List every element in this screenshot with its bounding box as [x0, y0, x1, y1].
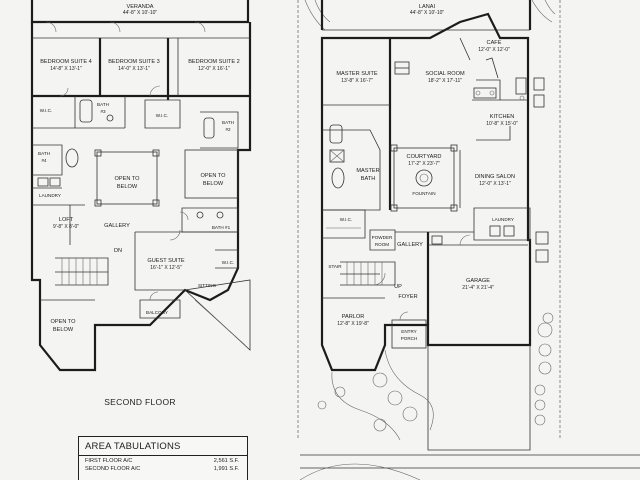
- room-lanai: LANAI: [419, 4, 436, 10]
- room-bath-3-num: #3: [100, 109, 106, 114]
- room-wic-a: W.I.C.: [40, 108, 53, 113]
- room-cafe-dims: 12'-0" X 12'-0": [478, 47, 510, 53]
- room-laundry: LAUNDRY: [39, 193, 61, 198]
- label-dn: DN: [114, 248, 122, 254]
- room-entry-porch: ENTRY: [401, 329, 417, 334]
- row-value: 2,561 S.F.: [213, 458, 239, 464]
- room-bedroom-suite-4-dims: 14'-8" X 13'-1": [50, 66, 82, 72]
- room-courtyard-dims: 17'-2" X 23'-7": [408, 161, 440, 167]
- room-parlor: PARLOR: [342, 314, 365, 320]
- room-foyer: FOYER: [398, 294, 417, 300]
- room-kitchen: KITCHEN: [490, 114, 515, 120]
- room-dining-salon-dims: 12'-0" X 13'-1": [479, 181, 511, 187]
- room-wic-b: W.I.C.: [156, 113, 169, 118]
- first-floor-plan: [297, 0, 640, 480]
- label-stair: STAIR: [328, 264, 342, 269]
- room-garage-dims: 21'-4" X 21'-4": [462, 285, 494, 291]
- room-social-room: SOCIAL ROOM: [425, 71, 465, 77]
- room-bedroom-suite-3: BEDROOM SUITE 3: [108, 59, 160, 65]
- area-tabulations-table: AREA TABULATIONS FIRST FLOOR A/C 2,561 S…: [78, 436, 248, 480]
- room-entry-porch-line2: PORCH: [401, 336, 418, 341]
- room-veranda-dims: 44'-8" X 10'-10": [123, 10, 158, 16]
- row-label: FIRST FLOOR A/C: [85, 458, 133, 464]
- room-guest-suite: GUEST SUITE: [147, 258, 184, 264]
- room-kitchen-dims: 10'-8" X 15'-0": [486, 121, 518, 127]
- room-bedroom-suite-4: BEDROOM SUITE 4: [40, 59, 92, 65]
- room-wic: W.I.C.: [340, 217, 353, 222]
- second-floor-labels: VERANDA 44'-8" X 10'-10" BEDROOM SUITE 4…: [38, 4, 240, 407]
- room-open-to-below-3-line2: BELOW: [53, 327, 74, 333]
- room-open-to-below-2: OPEN TO: [201, 173, 227, 179]
- second-floor-plan: [30, 0, 252, 372]
- room-master-suite: MASTER SUITE: [336, 71, 378, 77]
- row-value: 1,991 S.F.: [213, 466, 239, 472]
- room-veranda: VERANDA: [126, 4, 153, 10]
- first-floor-labels: LANAI 44'-8" X 10'-10" CAFE 12'-0" X 12'…: [328, 4, 518, 341]
- room-bedroom-suite-2-dims: 12'-0" X 16'-1": [198, 66, 230, 72]
- room-bath-2: BATH: [222, 120, 234, 125]
- room-laundry-first: LAUNDRY: [492, 217, 514, 222]
- room-open-to-below-1: OPEN TO: [115, 176, 141, 182]
- room-bath-4-num: #4: [41, 158, 47, 163]
- room-open-to-below-3: OPEN TO: [51, 319, 77, 325]
- room-master-bath: MASTER: [356, 168, 379, 174]
- room-gallery: GALLERY: [104, 223, 130, 229]
- room-loft-dims: 9'-8" X 8'-0": [53, 224, 79, 230]
- stair: [55, 257, 109, 286]
- room-gallery-first: GALLERY: [397, 242, 423, 248]
- label-fountain: FOUNTAIN: [412, 191, 435, 196]
- stair: [340, 261, 396, 286]
- room-bath-4: BATH: [38, 151, 50, 156]
- room-powder-room: POWDER: [372, 235, 393, 240]
- room-master-suite-dims: 13'-8" X 16'-7": [341, 78, 373, 84]
- room-guest-suite-dims: 16'-1" X 12'-5": [150, 265, 182, 271]
- room-social-room-dims: 18'-2" X 17'-11": [428, 78, 462, 84]
- room-balcony: BALCONY: [146, 310, 168, 315]
- room-parlor-dims: 12'-8" X 19'-8": [337, 321, 369, 327]
- room-bath-3: BATH: [97, 102, 109, 107]
- room-dining-salon: DINING SALON: [475, 174, 515, 180]
- room-open-to-below-1-line2: BELOW: [117, 184, 138, 190]
- room-garage: GARAGE: [466, 278, 490, 284]
- area-tabulations-title: AREA TABULATIONS: [85, 441, 181, 452]
- room-bedroom-suite-3-dims: 14'-0" X 13'-1": [118, 66, 150, 72]
- room-bath-1: BATH #1: [212, 225, 231, 230]
- room-lanai-dims: 44'-8" X 10'-10": [410, 10, 445, 16]
- table-row: SECOND FLOOR A/C 1,991 S.F.: [79, 464, 247, 472]
- room-courtyard: COURTYARD: [407, 154, 442, 160]
- room-cafe: CAFE: [487, 40, 502, 46]
- room-bedroom-suite-2: BEDROOM SUITE 2: [188, 59, 240, 65]
- room-loft: LOFT: [59, 217, 74, 223]
- room-master-bath-line2: BATH: [361, 176, 376, 182]
- table-divider: [79, 455, 247, 456]
- room-sitting: SITTING: [198, 283, 217, 288]
- room-bath-2-num: #2: [225, 127, 231, 132]
- room-powder-room-line2: ROOM: [375, 242, 389, 247]
- row-label: SECOND FLOOR A/C: [85, 466, 141, 472]
- table-row: FIRST FLOOR A/C 2,561 S.F.: [79, 456, 247, 464]
- label-up: UP: [394, 284, 402, 290]
- second-floor-title: SECOND FLOOR: [104, 397, 176, 407]
- room-open-to-below-2-line2: BELOW: [203, 181, 224, 187]
- room-wic-c: W.I.C.: [222, 260, 235, 265]
- landscape-shrubs: [317, 231, 554, 432]
